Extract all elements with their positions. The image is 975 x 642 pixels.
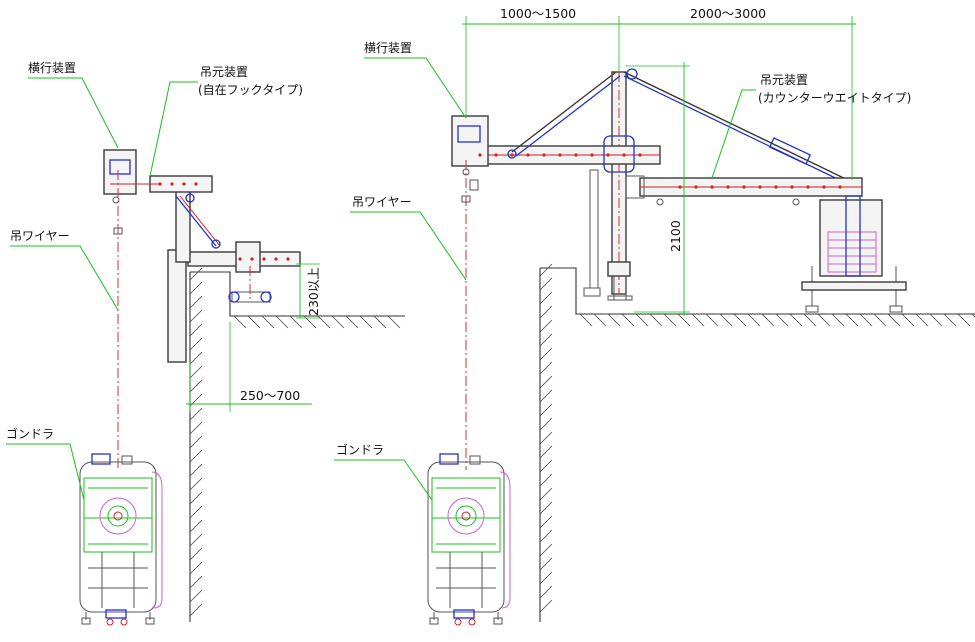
left-wire-label: 吊ワイヤー <box>10 229 70 243</box>
right-dimensions <box>462 16 856 316</box>
left-hanger-type: (自在フックタイプ) <box>198 83 303 97</box>
right-leaders <box>334 57 756 501</box>
left-view <box>6 77 405 626</box>
left-dim-height: 230以上 <box>306 267 321 316</box>
right-dim-span-left: 1000～1500 <box>500 6 576 21</box>
right-gondola-label: ゴンドラ <box>336 442 384 457</box>
left-dim-width: 250～700 <box>240 388 300 403</box>
left-leaders <box>6 77 198 501</box>
left-gondola-label: ゴンドラ <box>6 426 54 441</box>
right-hanger-label: 吊元装置 <box>760 73 808 87</box>
right-dim-span-right: 2000～3000 <box>690 6 766 21</box>
right-traverse-device <box>451 115 489 176</box>
right-gondola <box>427 453 511 626</box>
right-dim-height: 2100 <box>668 220 683 252</box>
left-hanger-frame <box>149 175 301 363</box>
right-traverse-label: 横行装置 <box>364 41 412 55</box>
bolt-markers <box>158 153 842 261</box>
left-traverse-label: 横行装置 <box>28 61 76 75</box>
right-ground <box>539 263 975 622</box>
left-gondola <box>79 453 163 626</box>
left-dimensions <box>186 263 320 412</box>
right-hanger-frame <box>459 68 863 301</box>
left-traverse-device <box>103 149 160 204</box>
right-counterweight <box>801 195 907 313</box>
right-wire-label: 吊ワイヤー <box>352 195 412 209</box>
left-hanger-label: 吊元装置 <box>200 65 248 79</box>
right-view <box>334 16 975 626</box>
right-hanger-type: (カウンターウエイトタイプ) <box>758 91 911 105</box>
